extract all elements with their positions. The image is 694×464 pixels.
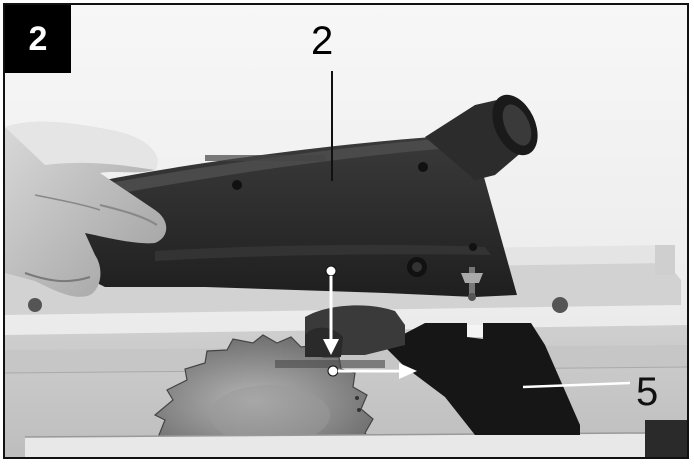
down-arrow [323,265,339,355]
right-arrow [327,363,417,379]
wing-nut [461,267,483,301]
riving-knife [383,323,580,435]
instruction-photo [5,5,687,457]
hand [5,121,167,297]
callout-label-guard: 2 [311,19,334,63]
leader-line-5 [522,381,631,389]
blade-guard [60,135,517,297]
figure-number-badge: 2 [5,5,71,73]
table-front-edge [24,420,687,457]
dust-port [425,94,538,180]
callout-label-riving-knife: 5 [636,370,659,414]
throat-plate-slot [275,360,385,368]
figure-frame: 2 2 5 [3,3,689,459]
